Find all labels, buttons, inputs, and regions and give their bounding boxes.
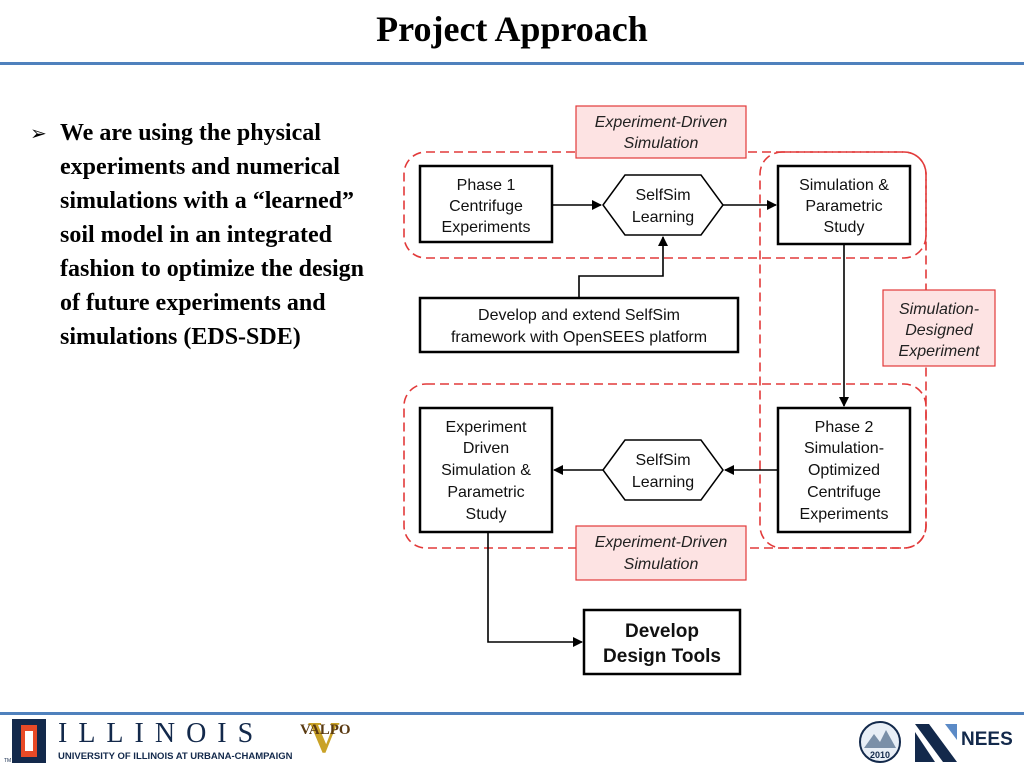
selfsim-top-line1: SelfSim — [635, 187, 690, 204]
eds-param-line3: Simulation & — [441, 462, 531, 479]
note-right-line3: Experiment — [899, 343, 980, 360]
nees-logo-icon — [915, 724, 957, 762]
note-bottom-line2: Simulation — [624, 556, 699, 573]
slide-title: Project Approach — [376, 9, 648, 49]
footer-rule — [0, 712, 1024, 715]
illinois-block-i-logo — [12, 719, 46, 763]
valpo-v-logo: V — [308, 713, 340, 762]
eds-param-line4: Parametric — [447, 484, 524, 501]
bullet-item: ➢ We are using the physical experiments … — [30, 116, 375, 354]
selfsim-bottom-line1: SelfSim — [635, 452, 690, 469]
phase1-line1: Phase 1 — [457, 177, 516, 194]
approach-diagram: Experiment-Driven Simulation Simulation-… — [403, 105, 996, 676]
note-right: Simulation- Designed Experiment — [882, 289, 996, 367]
note-top-line2: Simulation — [624, 135, 699, 152]
phase1-line2: Centrifuge — [449, 198, 523, 215]
phase2-line2: Simulation- — [804, 440, 884, 457]
sim-param-line2: Parametric — [805, 198, 882, 215]
node-selfsim-bottom: SelfSim Learning — [602, 439, 724, 501]
bullet-text: We are using the physical experiments an… — [60, 120, 365, 350]
seal-year: 2010 — [870, 750, 890, 760]
arrow-develop-to-selfsim — [578, 236, 668, 298]
node-develop-extend: Develop and extend SelfSim framework wit… — [418, 296, 740, 354]
develop-extend-line2: framework with OpenSEES platform — [451, 329, 707, 346]
phase2-line1: Phase 2 — [815, 419, 874, 436]
phase2-line3: Optimized — [808, 462, 880, 479]
eds-param-line5: Study — [466, 506, 507, 523]
nees-wordmark: NEES — [961, 729, 1013, 750]
sim-param-line1: Simulation & — [799, 177, 889, 194]
selfsim-bottom-line2: Learning — [632, 474, 694, 491]
eds-param-line2: Driven — [463, 440, 509, 457]
phase2-line5: Experiments — [800, 506, 889, 523]
node-sim-param: Simulation & Parametric Study — [776, 164, 912, 246]
node-eds-param: Experiment Driven Simulation & Parametri… — [418, 406, 554, 534]
note-top-line1: Experiment-Driven — [595, 114, 728, 131]
dashed-group-bottom — [403, 383, 927, 549]
develop-extend-line1: Develop and extend SelfSim — [478, 307, 680, 324]
node-selfsim-top: SelfSim Learning — [602, 174, 724, 236]
note-right-line2: Designed — [905, 322, 974, 339]
arrow-bullet-icon: ➢ — [30, 121, 47, 145]
note-bottom: Experiment-Driven Simulation — [575, 525, 747, 581]
valpo-logo-text: VALPO — [300, 722, 351, 738]
design-tools-line1: Develop — [625, 621, 699, 642]
eds-param-line1: Experiment — [446, 419, 527, 436]
dashed-group-right — [759, 151, 927, 549]
design-tools-line2: Design Tools — [603, 646, 721, 667]
selfsim-top-line2: Learning — [632, 209, 694, 226]
nees-2010-seal-icon: 2010 — [859, 721, 901, 763]
title-rule — [0, 62, 1024, 65]
phase2-line4: Centrifuge — [807, 484, 881, 501]
illinois-subtitle: UNIVERSITY OF ILLINOIS AT URBANA-CHAMPAI… — [58, 751, 293, 762]
note-top: Experiment-Driven Simulation — [575, 105, 747, 159]
phase1-line3: Experiments — [442, 219, 531, 236]
sim-param-line3: Study — [824, 219, 865, 236]
node-phase1: Phase 1 Centrifuge Experiments — [418, 164, 554, 244]
arrow-edsparam-to-designtools — [487, 532, 583, 647]
node-phase2: Phase 2 Simulation- Optimized Centrifuge… — [776, 406, 912, 534]
node-design-tools: Develop Design Tools — [582, 608, 742, 676]
note-right-line1: Simulation- — [899, 301, 979, 318]
illinois-wordmark: ILLINOIS — [58, 718, 265, 749]
trademark-mark: TM — [4, 758, 12, 764]
note-bottom-line1: Experiment-Driven — [595, 534, 728, 551]
